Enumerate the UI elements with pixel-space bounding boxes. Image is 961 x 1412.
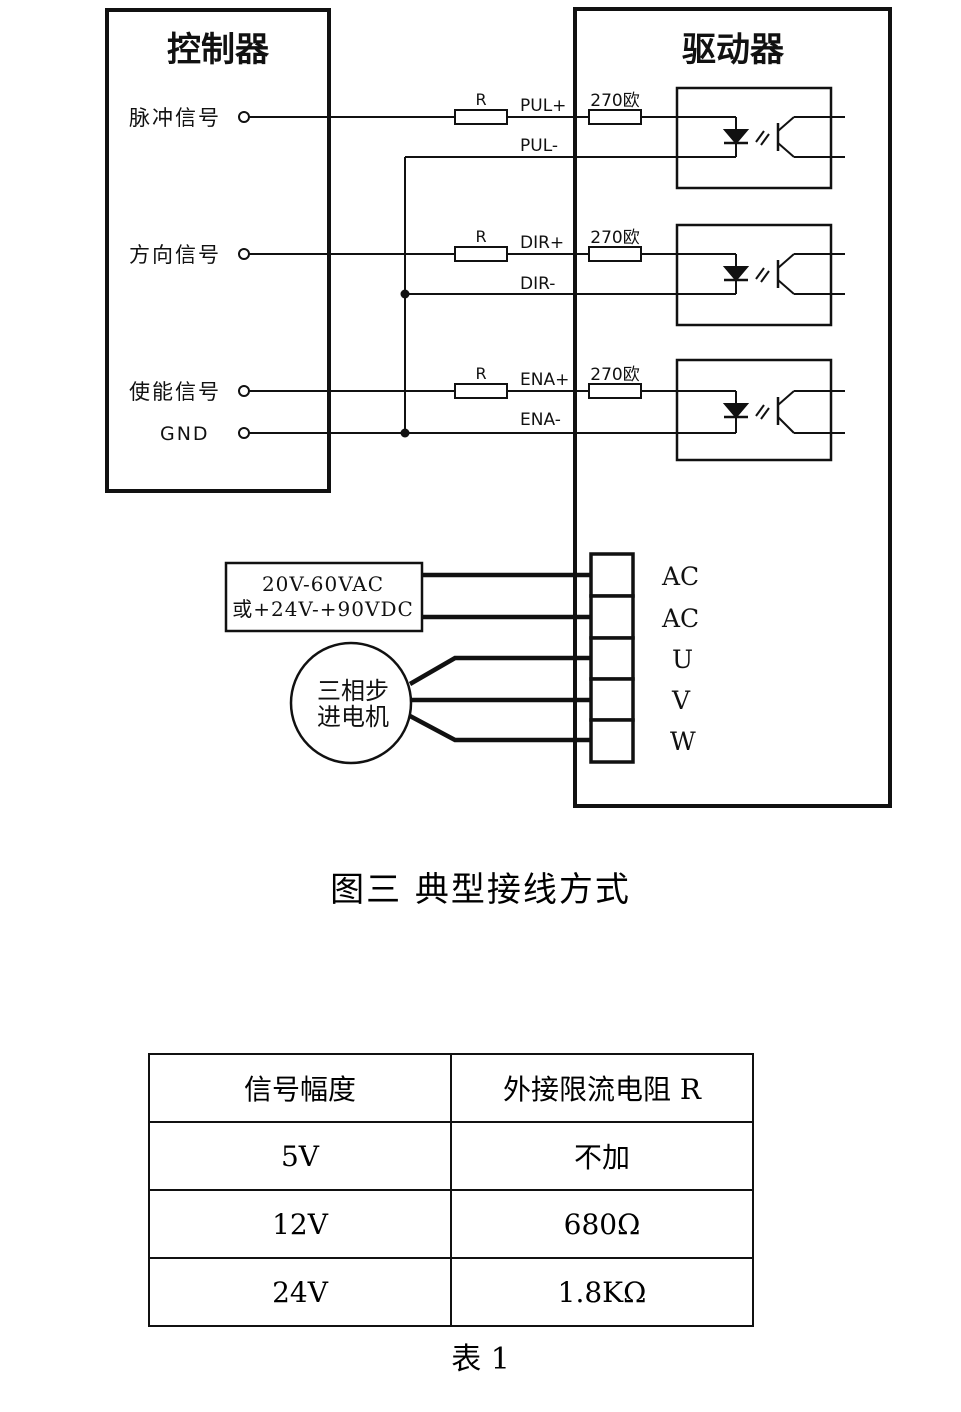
optocoupler (675, 223, 845, 327)
junction-dot (400, 289, 410, 299)
terminal-enable (238, 385, 250, 397)
signal-minus-label: DIR- (520, 274, 555, 294)
table-row: 24V 1.8KΩ (148, 1257, 754, 1327)
resistor-label: R (475, 90, 486, 109)
signal-minus-label: PUL- (520, 136, 558, 156)
terminal-label: AC (661, 562, 699, 591)
port-label-direction: 方向信号 (129, 243, 221, 267)
resistor-table: 信号幅度 外接限流电阻 R 5V 不加 12V 680Ω 24V 1.8KΩ (148, 1053, 754, 1327)
table-cell: 1.8KΩ (450, 1257, 754, 1327)
resistor-270 (588, 109, 642, 125)
terminal-pulse (238, 111, 250, 123)
terminal-direction (238, 248, 250, 260)
resistor-label: R (475, 364, 486, 383)
table-cell: 不加 (450, 1121, 754, 1191)
figure-caption: 图三 典型接线方式 (330, 870, 631, 910)
resistor-label: R (475, 227, 486, 246)
terminal-gnd (238, 427, 250, 439)
terminal-slot (589, 718, 635, 764)
wiring-diagram: 控制器 驱动器 脉冲信号 方向信号 使能信号 GND R R R (105, 7, 892, 808)
resistor-r (454, 109, 508, 125)
junction-dot (400, 428, 410, 438)
optocoupler (675, 358, 845, 462)
signal-minus-label: ENA- (520, 410, 561, 430)
terminal-slot (589, 594, 635, 640)
terminal-label: W (670, 727, 696, 756)
terminal-label: U (672, 645, 693, 674)
optocoupler (675, 86, 845, 190)
power-supply-line1: 20V-60VAC (262, 572, 384, 596)
controller-title: 控制器 (167, 30, 270, 70)
controller-terminals (238, 111, 250, 439)
power-supply-line2: 或+24V-+90VDC (232, 597, 414, 621)
table-header-row: 信号幅度 外接限流电阻 R (148, 1053, 754, 1123)
table-header-cell: 信号幅度 (148, 1053, 452, 1123)
internal-resistor-label: 270欧 (590, 91, 639, 111)
table-row: 5V 不加 (148, 1121, 754, 1191)
signal-plus-label: ENA+ (520, 370, 569, 390)
motor-label-line2: 进电机 (317, 703, 389, 731)
port-label-pulse: 脉冲信号 (129, 106, 221, 130)
internal-resistors (588, 109, 642, 399)
resistor-270 (588, 383, 642, 399)
table-caption: 表 1 (451, 1342, 510, 1377)
table-cell: 5V (148, 1121, 452, 1191)
table-cell: 680Ω (450, 1189, 754, 1259)
terminal-label: AC (661, 604, 699, 633)
controller-box (105, 8, 331, 493)
power-supply-box (224, 561, 424, 633)
driver-box (573, 7, 892, 808)
terminal-block (589, 552, 635, 764)
terminal-label: V (671, 686, 691, 715)
resistor-r (454, 383, 508, 399)
resistor-r (454, 246, 508, 262)
resistor-270 (588, 246, 642, 262)
port-label-gnd: GND (160, 423, 210, 445)
internal-resistor-label: 270欧 (590, 228, 639, 248)
table-header-cell: 外接限流电阻 R (450, 1053, 754, 1123)
table-cell: 24V (148, 1257, 452, 1327)
signal-plus-label: PUL+ (520, 96, 566, 116)
terminal-slot (589, 552, 635, 598)
external-resistors (454, 109, 508, 399)
internal-resistor-label: 270欧 (590, 365, 639, 385)
power-wires (408, 572, 591, 743)
motor-label-line1: 三相步 (317, 677, 389, 705)
signal-plus-label: DIR+ (520, 233, 564, 253)
terminal-slot (589, 636, 635, 681)
motor-circle (289, 641, 413, 765)
table-cell: 12V (148, 1189, 452, 1259)
port-label-enable: 使能信号 (129, 380, 221, 404)
table-row: 12V 680Ω (148, 1189, 754, 1259)
terminal-slot (589, 677, 635, 722)
driver-title: 驱动器 (682, 30, 785, 70)
